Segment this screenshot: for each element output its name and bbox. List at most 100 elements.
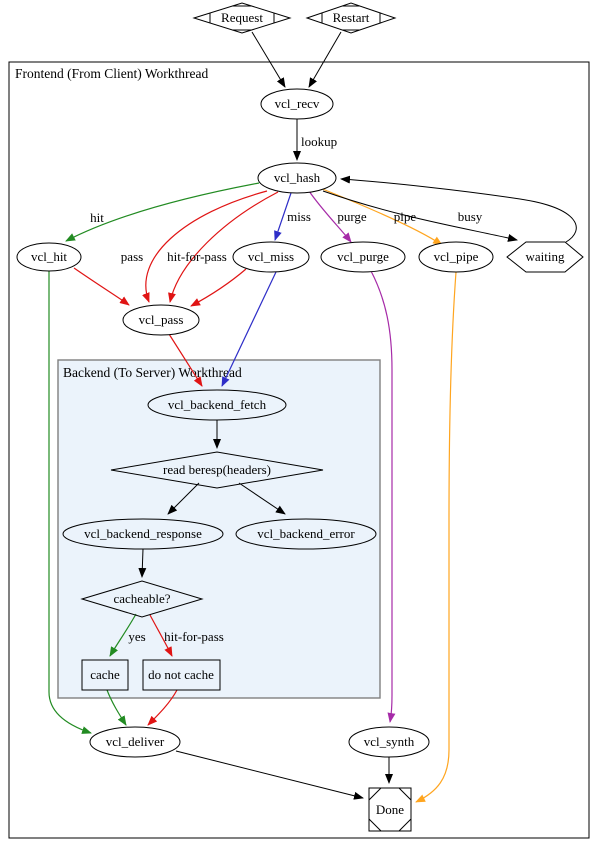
edge-cache-to-vcl-deliver bbox=[106, 689, 127, 726]
edge-vcl-hash-to-vcl-pass-pass bbox=[142, 190, 268, 303]
edge-vcl-pipe-to-done bbox=[415, 271, 457, 803]
edge-vcl-hash-to-vcl-hit bbox=[65, 182, 260, 242]
edge-restart-to-vcl-recv bbox=[308, 31, 342, 88]
backend-cluster-label: Backend (To Server) Workthread bbox=[63, 365, 242, 380]
edge-label-hit-for-pass-backend: hit-for-pass bbox=[164, 629, 224, 644]
do-not-cache-box bbox=[142, 659, 221, 691]
edge-label-yes: yes bbox=[128, 629, 145, 644]
node-waiting: waiting bbox=[506, 241, 584, 273]
edge-vcl-hash-to-vcl-pass-hit-for-pass bbox=[168, 191, 279, 303]
node-done: Done bbox=[368, 787, 412, 832]
edge-cacheable-to-do-not-cache bbox=[149, 614, 173, 657]
vcl-hit-label: vcl_hit bbox=[31, 249, 67, 264]
edge-vcl-purge-to-vcl-synth bbox=[370, 270, 396, 723]
edge-vcl-pass-to-vcl-backend-fetch bbox=[168, 333, 203, 387]
edge-vcl-miss-to-vcl-backend-fetch bbox=[221, 271, 277, 387]
vcl-miss-label: vcl_miss bbox=[248, 249, 294, 264]
node-vcl-backend-fetch: vcl_backend_fetch bbox=[147, 389, 287, 421]
vcl-pipe-label: vcl_pipe bbox=[434, 249, 479, 264]
restart-diamond bbox=[305, 2, 397, 34]
do-not-cache-label: do not cache bbox=[148, 667, 214, 682]
cacheable-label: cacheable? bbox=[113, 591, 170, 606]
node-vcl-pass: vcl_pass bbox=[122, 304, 200, 336]
edge-vcl-miss-to-vcl-pass bbox=[190, 268, 247, 307]
cache-box bbox=[81, 659, 129, 691]
edge-vcl-hit-to-vcl-pass bbox=[73, 267, 130, 306]
node-cache: cache bbox=[81, 659, 129, 691]
edge-label-pass: pass bbox=[121, 249, 143, 264]
edge-vcl-deliver-to-done bbox=[175, 750, 364, 800]
vcl-pass-label: vcl_pass bbox=[139, 312, 184, 327]
read-beresp-diamond bbox=[110, 451, 324, 489]
edge-vcl-hash-to-vcl-purge bbox=[308, 190, 352, 243]
edge-vcl-hash-to-vcl-miss bbox=[274, 192, 292, 241]
node-vcl-backend-response: vcl_backend_response bbox=[62, 518, 224, 550]
edge-read-beresp-to-vcl-backend-response bbox=[167, 482, 200, 515]
vcl-hash-label: vcl_hash bbox=[274, 170, 321, 185]
cache-label: cache bbox=[90, 667, 120, 682]
edge-vcl-backend-response-to-cacheable bbox=[138, 548, 147, 578]
vcl-backend-response-label: vcl_backend_response bbox=[84, 526, 202, 541]
vcl-hit-ellipse bbox=[16, 242, 82, 272]
waiting-label: waiting bbox=[526, 249, 565, 264]
vcl-miss-ellipse bbox=[232, 241, 310, 273]
request-corner-cuts bbox=[209, 5, 275, 31]
node-read-beresp: read beresp(headers) bbox=[110, 451, 324, 489]
vcl-pass-ellipse bbox=[122, 304, 200, 336]
node-vcl-deliver: vcl_deliver bbox=[89, 726, 181, 758]
vcl-backend-fetch-label: vcl_backend_fetch bbox=[168, 397, 267, 412]
vcl-hash-ellipse bbox=[257, 162, 337, 194]
done-corner-cuts bbox=[368, 787, 412, 832]
vcl-deliver-ellipse bbox=[89, 726, 181, 758]
frontend-cluster-box bbox=[8, 61, 590, 839]
edge-cacheable-to-cache bbox=[109, 613, 137, 657]
edge-label-miss: miss bbox=[287, 209, 311, 224]
node-cacheable: cacheable? bbox=[80, 580, 204, 618]
request-diamond bbox=[192, 2, 292, 34]
waiting-hexagon bbox=[506, 241, 584, 273]
edge-label-hit: hit bbox=[90, 210, 104, 225]
vcl-backend-response-ellipse bbox=[62, 518, 224, 550]
vcl-backend-error-label: vcl_backend_error bbox=[257, 526, 355, 541]
edge-vcl-hash-to-waiting-busy bbox=[322, 190, 518, 242]
node-do-not-cache: do not cache bbox=[142, 659, 221, 691]
frontend-cluster-label: Frontend (From Client) Workthread bbox=[15, 66, 209, 81]
vcl-synth-ellipse bbox=[348, 726, 430, 758]
node-vcl-hash: vcl_hash bbox=[257, 162, 337, 194]
vcl-purge-ellipse bbox=[320, 241, 406, 273]
node-request: Request bbox=[192, 2, 292, 34]
vcl-synth-label: vcl_synth bbox=[364, 734, 415, 749]
vcl-backend-error-ellipse bbox=[235, 518, 377, 550]
node-vcl-purge: vcl_purge bbox=[320, 241, 406, 273]
read-beresp-label: read beresp(headers) bbox=[163, 462, 271, 477]
done-label: Done bbox=[376, 802, 404, 817]
edge-label-lookup: lookup bbox=[301, 134, 337, 149]
node-vcl-recv: vcl_recv bbox=[260, 88, 334, 120]
edge-label-pipe: pipe bbox=[394, 209, 417, 224]
edge-waiting-to-vcl-hash bbox=[340, 175, 577, 243]
node-vcl-backend-error: vcl_backend_error bbox=[235, 518, 377, 550]
node-vcl-pipe: vcl_pipe bbox=[418, 241, 494, 273]
node-vcl-hit: vcl_hit bbox=[16, 242, 82, 272]
restart-corner-cuts bbox=[321, 5, 381, 31]
edge-label-hit-for-pass: hit-for-pass bbox=[167, 249, 227, 264]
node-vcl-miss: vcl_miss bbox=[232, 241, 310, 273]
edge-label-purge: purge bbox=[337, 209, 367, 224]
cacheable-diamond bbox=[80, 580, 204, 618]
vcl-recv-ellipse bbox=[260, 88, 334, 120]
edge-label-busy: busy bbox=[458, 209, 483, 224]
restart-label: Restart bbox=[333, 10, 370, 25]
edge-read-beresp-to-vcl-backend-error bbox=[238, 482, 286, 515]
vcl-backend-fetch-ellipse bbox=[147, 389, 287, 421]
node-vcl-synth: vcl_synth bbox=[348, 726, 430, 758]
edge-request-to-vcl-recv bbox=[251, 31, 286, 88]
backend-cluster-box bbox=[57, 359, 381, 699]
edge-vcl-hash-to-vcl-pipe bbox=[319, 187, 443, 246]
request-label: Request bbox=[221, 10, 263, 25]
edge-do-not-cache-to-vcl-deliver bbox=[147, 689, 178, 726]
vcl-purge-label: vcl_purge bbox=[337, 249, 389, 264]
done-box bbox=[368, 787, 412, 832]
edge-vcl-hit-to-vcl-deliver bbox=[48, 271, 92, 734]
